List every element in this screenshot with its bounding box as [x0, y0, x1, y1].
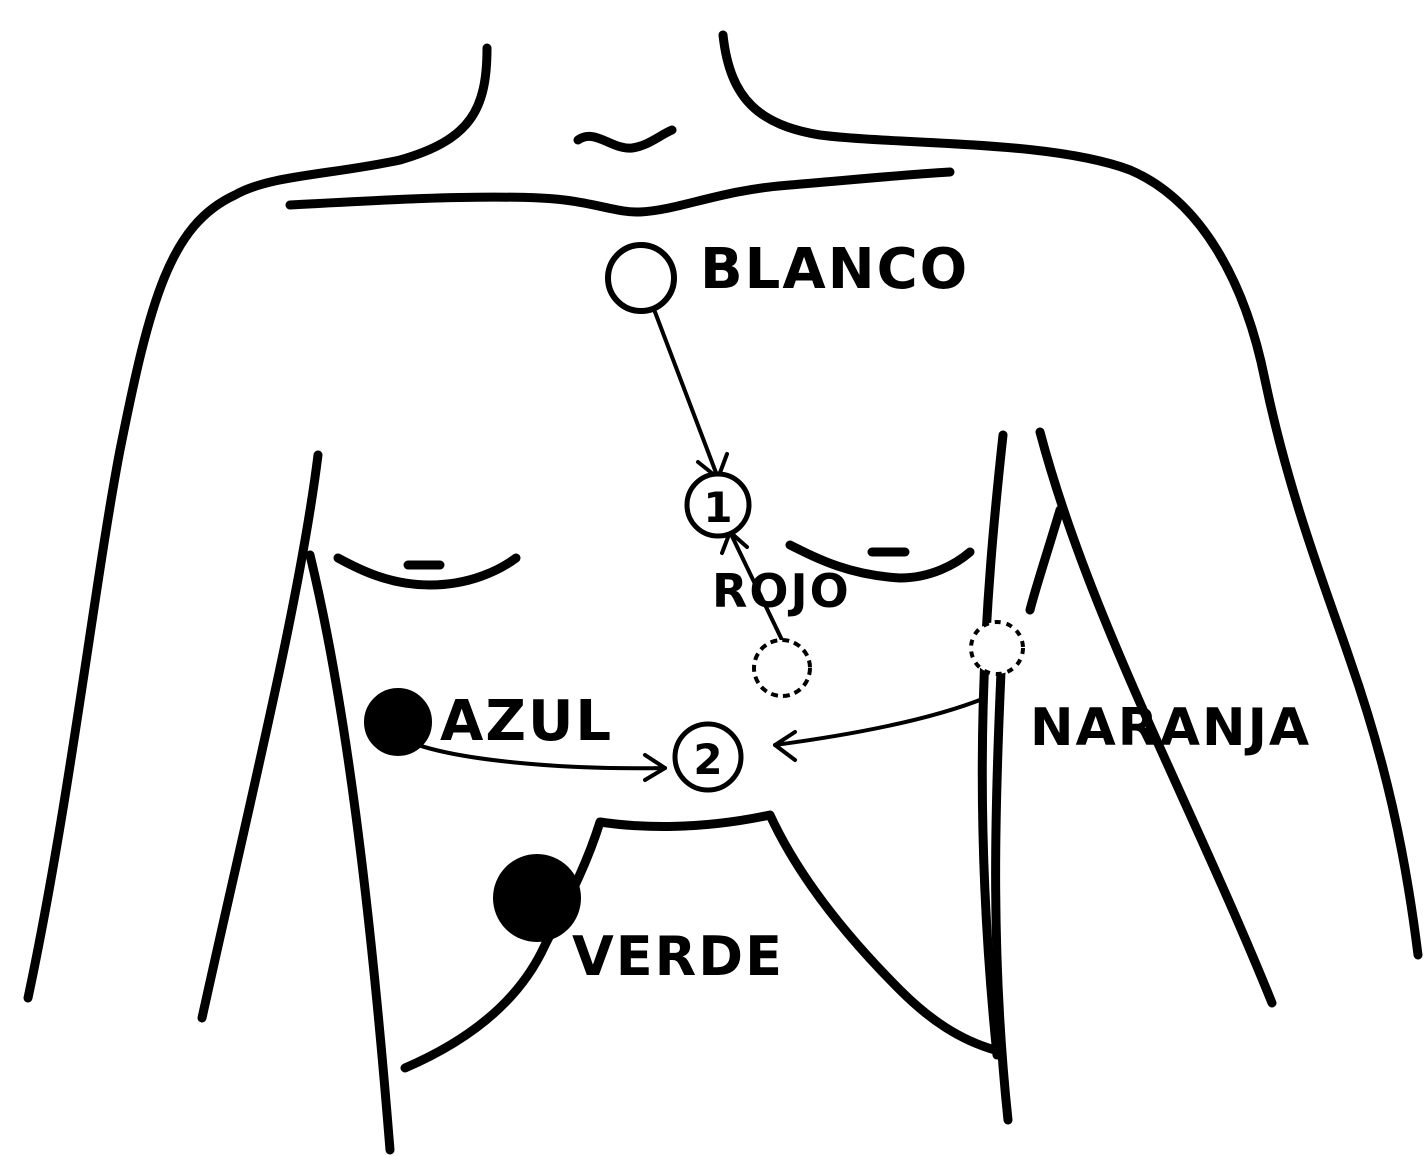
electrode-naranja: NARANJA — [971, 622, 1311, 758]
electrode-verde-dot — [495, 856, 579, 940]
suprasternal-notch — [578, 130, 672, 148]
electrode-naranja-dot — [971, 622, 1023, 674]
junction-point-2: 2 — [675, 724, 741, 790]
junction-number-1: 1 — [703, 483, 732, 532]
electrode-rojo-label: ROJO — [712, 564, 851, 618]
neck-right — [723, 35, 1418, 955]
flank-left — [310, 555, 390, 1150]
right-side-line — [1030, 510, 1060, 610]
electrode-rojo: ROJO — [712, 564, 851, 696]
junction-point-1: 1 — [687, 474, 749, 536]
arrow-head-2-right — [775, 732, 795, 760]
electrode-blanco: BLANCO — [608, 237, 969, 311]
electrode-verde: VERDE — [495, 856, 784, 988]
junction-number-2: 2 — [693, 735, 722, 784]
electrode-blanco-dot — [608, 245, 674, 311]
wire-naranja-to-2 — [775, 698, 985, 745]
electrode-azul-dot — [366, 690, 430, 754]
electrode-verde-label: VERDE — [572, 925, 784, 988]
electrode-rojo-dot — [754, 640, 810, 696]
neck-left — [28, 48, 487, 998]
wire-blanco-to-1 — [655, 312, 718, 478]
electrode-blanco-label: BLANCO — [700, 237, 969, 302]
clavicle-line — [290, 172, 950, 212]
electrode-naranja-label: NARANJA — [1030, 698, 1311, 758]
electrode-azul-label: AZUL — [440, 689, 613, 754]
axilla-left — [202, 455, 318, 1018]
electrode-azul: AZUL — [366, 689, 613, 754]
